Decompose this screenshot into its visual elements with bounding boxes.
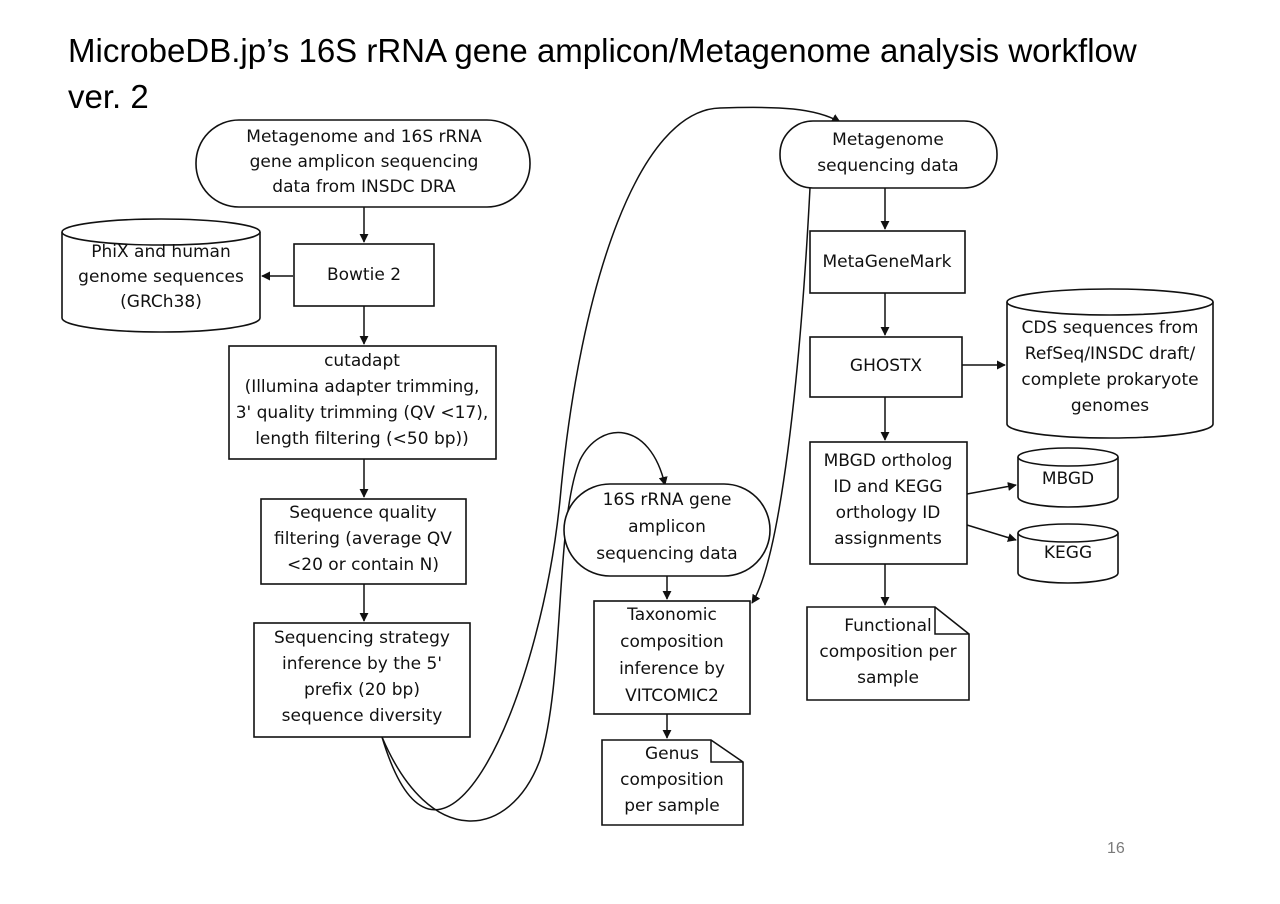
- strategy-line-1: Sequencing strategy: [274, 628, 450, 648]
- quality-filter-line-3: <20 or contain N): [287, 555, 439, 575]
- edge-assign-to-kegg: [966, 524, 1017, 542]
- functional-line-3: sample: [857, 668, 919, 688]
- amplicon-line-3: sequencing data: [596, 544, 737, 564]
- cds-line-3: complete prokaryote: [1021, 370, 1198, 390]
- mbgd-label: MBGD: [1042, 469, 1094, 489]
- strategy-line-3: prefix (20 bp): [304, 680, 420, 700]
- phix-line-2: genome sequences: [78, 267, 244, 287]
- node-metagenemark: MetaGeneMark: [809, 230, 966, 294]
- phix-line-3: (GRCh38): [120, 292, 202, 312]
- vitcomic-line-3: inference by: [619, 659, 725, 679]
- phix-line-1: PhiX and human: [91, 242, 231, 262]
- node-kegg-database: KEGG: [1017, 523, 1119, 584]
- node-amplicon-data: 16S rRNA gene amplicon sequencing data: [563, 483, 771, 577]
- vitcomic-line-2: composition: [620, 632, 724, 652]
- assign-line-3: orthology ID: [836, 503, 941, 523]
- functional-line-2: composition per: [819, 642, 956, 662]
- node-functional-composition: Functional composition per sample: [806, 606, 970, 701]
- cutadapt-line-1: cutadapt: [324, 351, 400, 371]
- node-phix-database: PhiX and human genome sequences (GRCh38): [61, 218, 261, 333]
- slide-title: MicrobeDB.jp’s 16S rRNA gene amplicon/Me…: [68, 28, 1238, 120]
- node-strategy-inference: Sequencing strategy inference by the 5' …: [253, 622, 471, 738]
- quality-filter-line-2: filtering (average QV: [274, 529, 452, 549]
- genus-line-2: composition: [620, 770, 724, 790]
- node-metagenome-data: Metagenome sequencing data: [779, 120, 998, 189]
- node-source-data: Metagenome and 16S rRNA gene amplicon se…: [195, 119, 531, 208]
- quality-filter-line-1: Sequence quality: [289, 503, 436, 523]
- amplicon-line-2: amplicon: [628, 517, 706, 537]
- source-data-line-1: Metagenome and 16S rRNA: [246, 127, 482, 147]
- strategy-line-2: inference by the 5': [282, 654, 442, 674]
- title-line-2: ver. 2: [68, 78, 149, 115]
- bowtie2-label: Bowtie 2: [327, 265, 401, 285]
- ghostx-label: GHOSTX: [850, 356, 923, 376]
- genus-line-1: Genus: [645, 744, 699, 764]
- metagenome-line-1: Metagenome: [832, 130, 944, 150]
- node-bowtie2: Bowtie 2: [293, 243, 435, 307]
- cutadapt-line-4: length filtering (<50 bp)): [255, 429, 469, 449]
- metagenome-line-2: sequencing data: [817, 156, 958, 176]
- amplicon-line-1: 16S rRNA gene: [603, 490, 732, 510]
- kegg-label: KEGG: [1044, 543, 1092, 563]
- functional-line-1: Functional: [844, 616, 931, 636]
- node-vitcomic2: Taxonomic composition inference by VITCO…: [593, 600, 751, 715]
- node-cutadapt: cutadapt (Illumina adapter trimming, 3' …: [228, 345, 497, 460]
- node-ghostx: GHOSTX: [809, 336, 963, 398]
- node-cds-database: CDS sequences from RefSeq/INSDC draft/ c…: [1006, 288, 1214, 439]
- genus-line-3: per sample: [624, 796, 719, 816]
- node-mbgd-database: MBGD: [1017, 447, 1119, 508]
- metagenemark-label: MetaGeneMark: [823, 252, 952, 272]
- edge-strategy-to-metagenome: [381, 106, 841, 811]
- assign-line-2: ID and KEGG: [833, 477, 942, 497]
- source-data-line-3: data from INSDC DRA: [272, 177, 456, 197]
- edge-strategy-to-amplicon: [381, 431, 668, 822]
- cds-line-2: RefSeq/INSDC draft/: [1025, 344, 1196, 364]
- page-number: 16: [1107, 840, 1125, 857]
- cds-line-4: genomes: [1071, 396, 1149, 416]
- strategy-line-4: sequence diversity: [282, 706, 443, 726]
- vitcomic-line-4: VITCOMIC2: [625, 686, 719, 706]
- edges: [261, 106, 1017, 822]
- cutadapt-line-2: (Illumina adapter trimming,: [245, 377, 480, 397]
- edge-assign-to-mbgd: [966, 482, 1017, 495]
- node-genus-composition: Genus composition per sample: [601, 739, 744, 826]
- edge-metagenome-to-vitcomic: [751, 187, 811, 604]
- vitcomic-line-1: Taxonomic: [626, 605, 717, 625]
- source-data-line-2: gene amplicon sequencing: [250, 152, 479, 172]
- assign-line-1: MBGD ortholog: [824, 451, 953, 471]
- node-ortholog-assignments: MBGD ortholog ID and KEGG orthology ID a…: [809, 441, 968, 565]
- node-quality-filtering: Sequence quality filtering (average QV <…: [260, 498, 467, 585]
- title-line-1: MicrobeDB.jp’s 16S rRNA gene amplicon/Me…: [68, 32, 1137, 69]
- cutadapt-line-3: 3' quality trimming (QV <17),: [236, 403, 489, 423]
- cds-line-1: CDS sequences from: [1022, 318, 1199, 338]
- assign-line-4: assignments: [834, 529, 942, 549]
